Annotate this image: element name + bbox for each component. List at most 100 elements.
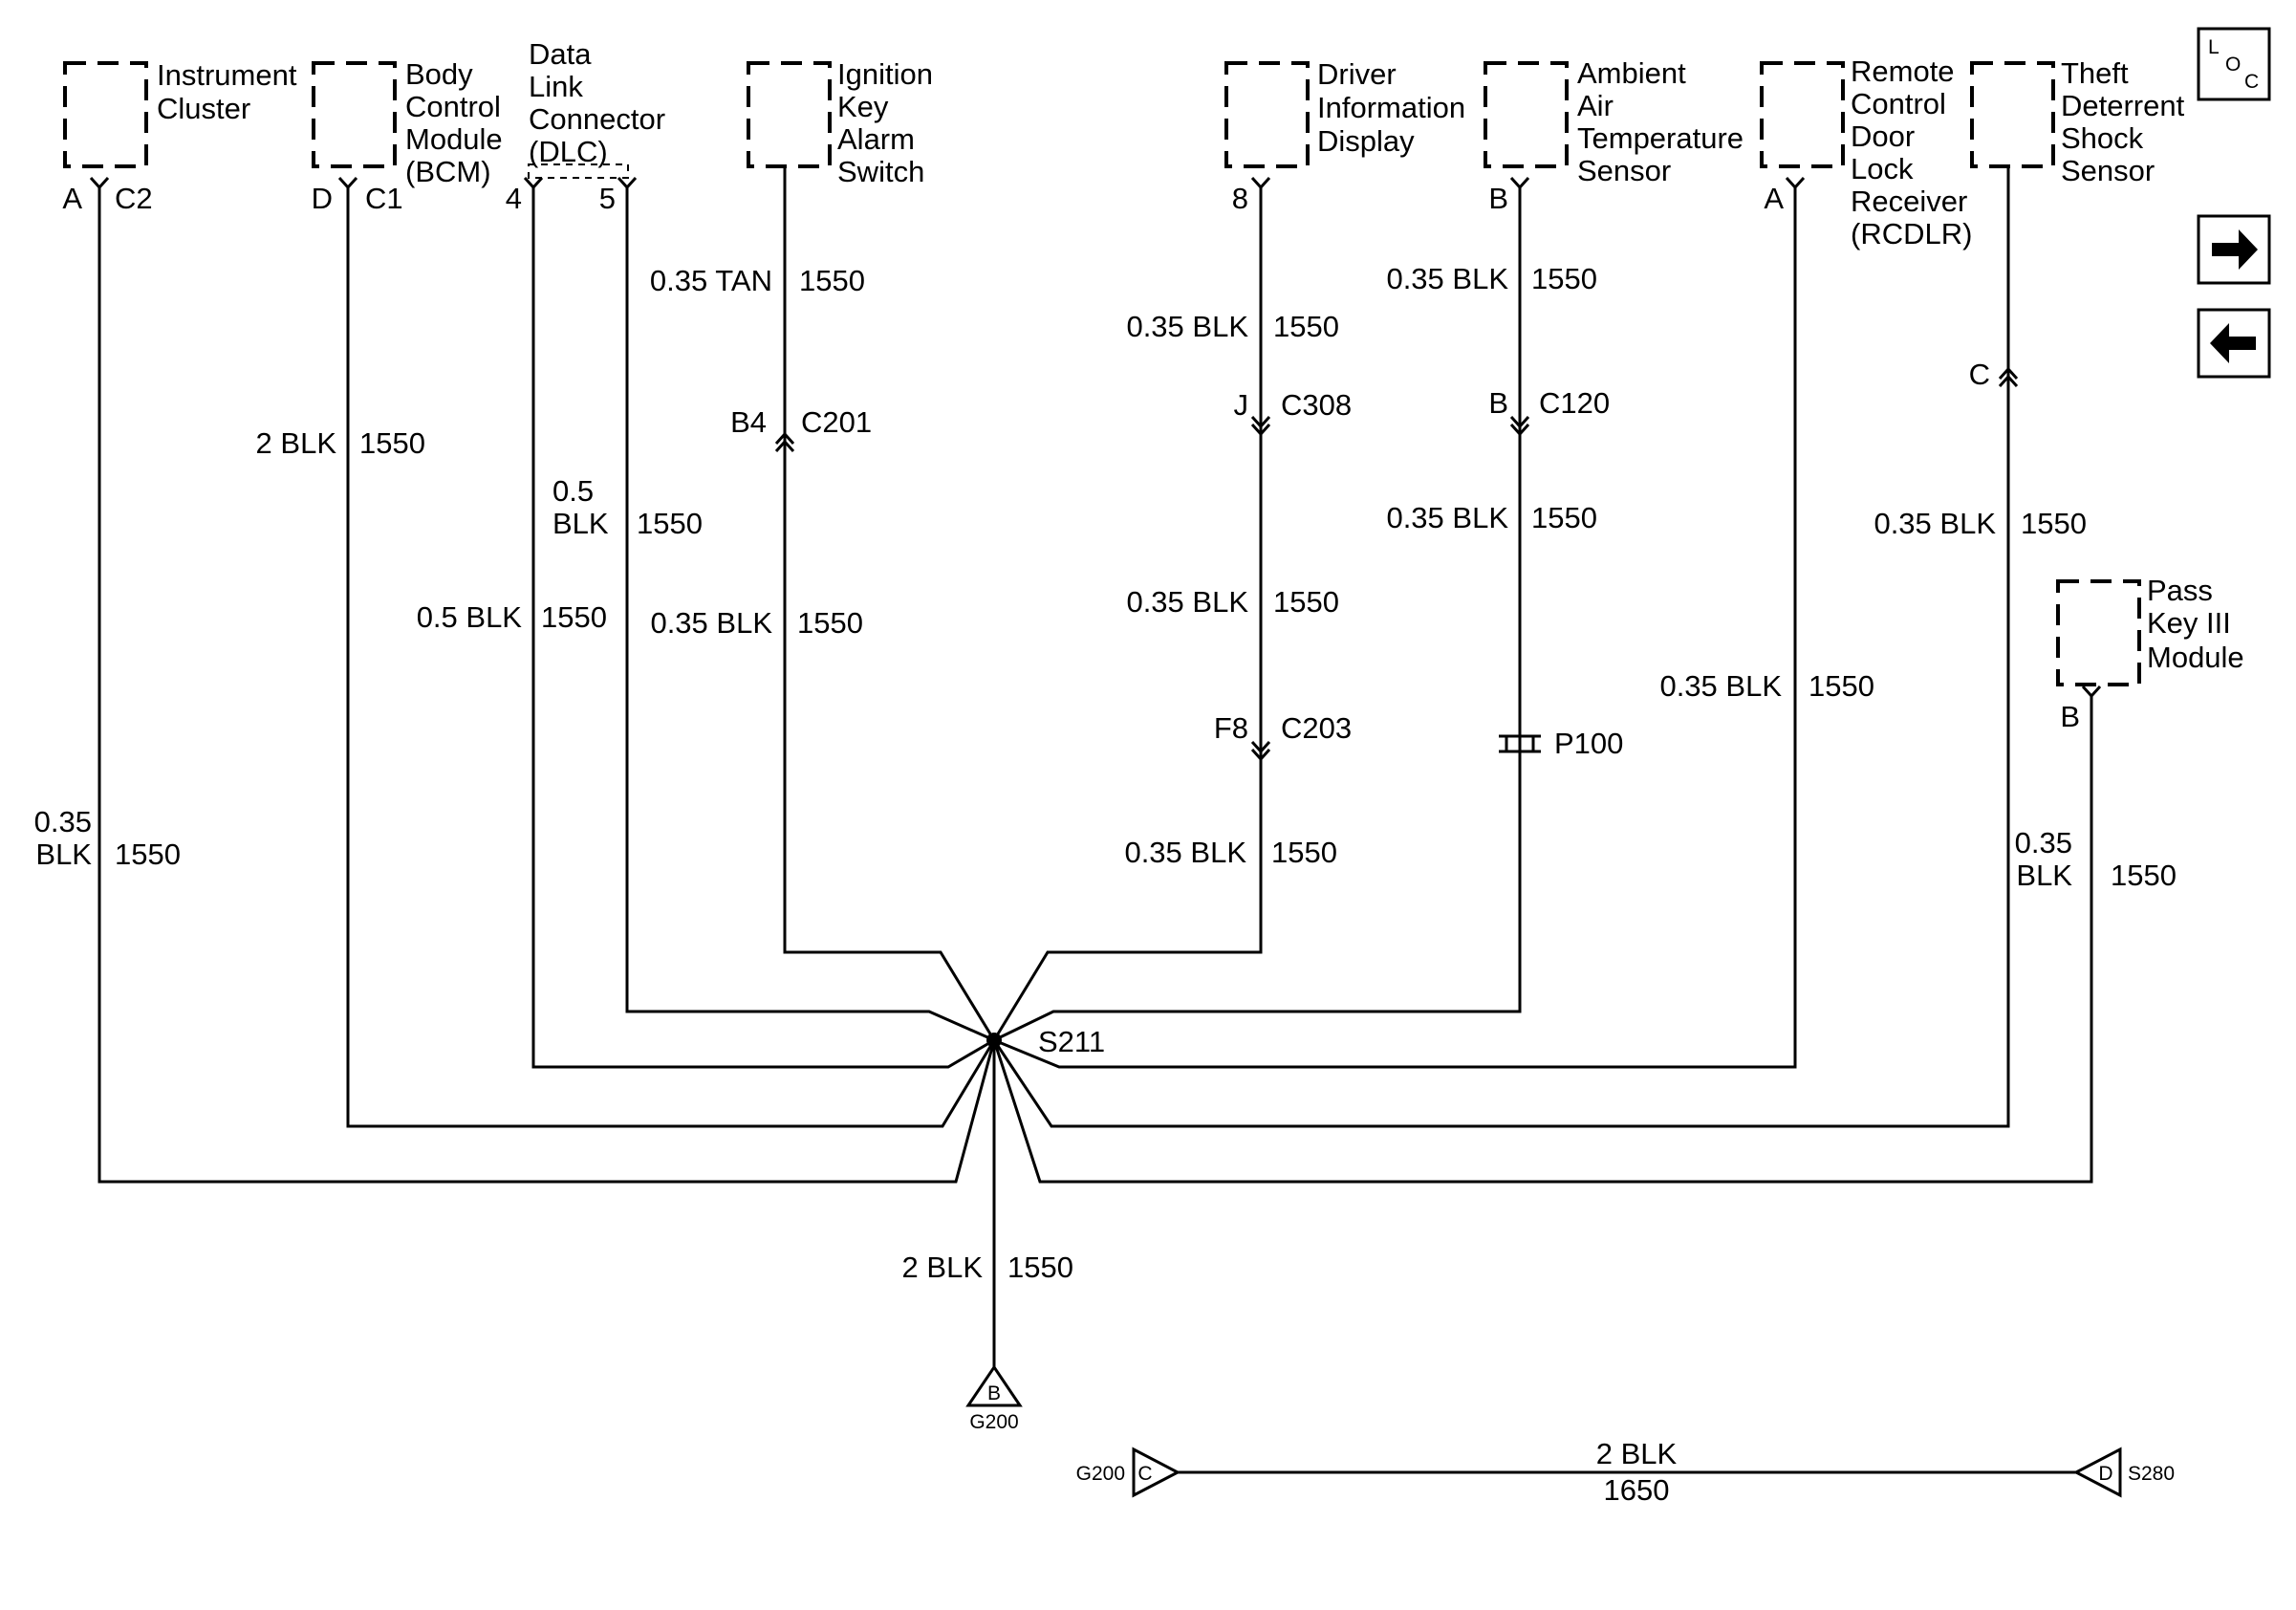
dlc-wire-a-gauge: 0.5 BLK	[417, 600, 523, 634]
did-label-1: Driver	[1317, 57, 1397, 91]
ikas-label-4: Switch	[837, 155, 924, 188]
did-wire3-circuit: 1550	[1271, 836, 1337, 869]
driver-information-display: Driver Information Display	[1224, 57, 1465, 168]
loc-button[interactable]: L O C	[2197, 27, 2271, 101]
inline-connectors	[774, 366, 2019, 762]
ambient-air-temperature-sensor: Ambient Air Temperature Sensor	[1484, 56, 1744, 187]
dlc-wire-b-gauge-1: 0.5	[552, 474, 594, 508]
dlc-label-3: Connector	[529, 102, 665, 136]
pk3-pin: B	[2060, 700, 2080, 733]
g200-name: G200	[969, 1411, 1018, 1433]
tdss-label-2: Deterrent	[2061, 89, 2185, 122]
bcm-connector: C1	[365, 182, 403, 215]
s211-splice-dot	[986, 1033, 1002, 1048]
ic-wire-gauge-2: BLK	[35, 838, 92, 871]
tdss-inline-pin: C	[1969, 358, 1990, 391]
instrument-cluster-label-2: Cluster	[157, 92, 250, 125]
ground-link-wire-gauge: 2 BLK	[1596, 1437, 1678, 1470]
ikas-label-3: Alarm	[837, 122, 915, 156]
did-wire2-gauge: 0.35 BLK	[1126, 585, 1248, 619]
loc-letter-l: L	[2208, 36, 2220, 58]
arrow-right-icon	[2212, 229, 2258, 270]
dlc-label-4: (DLC)	[529, 135, 608, 168]
wires	[97, 166, 2093, 1367]
ikas-inline-connector: C201	[801, 405, 872, 439]
p100-splice-pack-icon	[1499, 734, 1541, 753]
rcdlr-label-6: (RCDLR)	[1851, 217, 1972, 250]
bcm-label-4: (BCM)	[405, 155, 491, 188]
g200-ground-icon: B G200	[965, 1364, 1023, 1433]
dlc-pin-4: 4	[506, 182, 522, 215]
ic-wire-circuit: 1550	[115, 838, 181, 871]
aats-label-1: Ambient	[1577, 56, 1686, 90]
g200-letter: B	[987, 1382, 1001, 1404]
aats-label-4: Sensor	[1577, 154, 1671, 187]
aats-inline-connector: C120	[1539, 386, 1610, 420]
ground-wire-circuit: 1550	[1007, 1251, 1073, 1284]
did-inline2-pin: F8	[1214, 711, 1248, 745]
dlc-label-2: Link	[529, 70, 583, 103]
tdss-wire-circuit: 1550	[2021, 507, 2087, 540]
loc-letter-o: O	[2225, 54, 2241, 76]
did-label-3: Display	[1317, 124, 1415, 158]
aats-wire1-circuit: 1550	[1531, 262, 1597, 295]
aats-inline-pin: B	[1488, 386, 1508, 420]
rcdlr-wire-circuit: 1550	[1809, 669, 1874, 703]
ikas-label-1: Ignition	[837, 57, 933, 91]
aats-pin: B	[1488, 182, 1508, 215]
ground-link-right-splice: S280	[2128, 1463, 2175, 1485]
ground-link-right-letter: D	[2098, 1463, 2112, 1485]
ground-link-wire-circuit: 1650	[1604, 1473, 1670, 1507]
did-inline2-connector: C203	[1281, 711, 1352, 745]
c201-connector-mark	[774, 431, 795, 446]
labels: A C2 0.35 BLK 1550 D C1 2 BLK 1550 4 5 0…	[34, 182, 2177, 1284]
did-wire3-gauge: 0.35 BLK	[1124, 836, 1246, 869]
dlc-wire-b-gauge-2: BLK	[552, 507, 609, 540]
ignition-key-alarm-switch: Ignition Key Alarm Switch	[747, 57, 933, 188]
rcdlr-label-5: Receiver	[1851, 185, 1967, 218]
arrow-left-icon	[2210, 323, 2256, 363]
ikas-wire-bottom-circuit: 1550	[797, 606, 863, 640]
instrument-cluster-label-1: Instrument	[157, 58, 297, 92]
aats-wire1-gauge: 0.35 BLK	[1386, 262, 1508, 295]
ground-link-left-letter: C	[1137, 1463, 1152, 1485]
pk3-label-2: Key III	[2147, 606, 2231, 640]
pk3-wire-circuit: 1550	[2111, 859, 2177, 892]
dlc-wire-a-circuit: 1550	[541, 600, 607, 634]
theft-deterrent-shock-sensor: Theft Deterrent Shock Sensor	[1970, 56, 2185, 187]
data-link-connector: Data Link Connector (DLC)	[528, 37, 665, 179]
bcm-label-3: Module	[405, 122, 503, 156]
aats-label-2: Air	[1577, 89, 1614, 122]
ground-wire-gauge: 2 BLK	[902, 1251, 984, 1284]
rcdlr-wire-gauge: 0.35 BLK	[1659, 669, 1782, 703]
remote-control-door-lock-receiver: Remote Control Door Lock Receiver (RCDLR…	[1760, 54, 1972, 250]
ikas-wire-top-circuit: 1550	[799, 264, 865, 297]
pass-key-iii-module: Pass Key III Module	[2056, 574, 2244, 686]
ic-wire-gauge-1: 0.35	[34, 805, 92, 838]
did-pin: 8	[1232, 182, 1248, 215]
did-wire1-gauge: 0.35 BLK	[1126, 310, 1248, 343]
rcdlr-pin: A	[1764, 182, 1784, 215]
aats-wire2-gauge: 0.35 BLK	[1386, 501, 1508, 534]
tdss-label-3: Shock	[2061, 121, 2144, 155]
dlc-pin-5: 5	[599, 182, 616, 215]
body-control-module: Body Control Module (BCM)	[312, 57, 503, 188]
ikas-wire-bottom-gauge: 0.35 BLK	[650, 606, 772, 640]
c203-connector-mark	[1250, 740, 1271, 754]
instrument-cluster: Instrument Cluster	[63, 58, 297, 168]
did-inline1-pin: J	[1234, 388, 1249, 422]
pk3-label-3: Module	[2147, 641, 2244, 674]
previous-page-button[interactable]	[2197, 308, 2271, 379]
bcm-wire-circuit: 1550	[359, 426, 425, 460]
rcdlr-label-2: Control	[1851, 87, 1946, 120]
next-page-button[interactable]	[2197, 214, 2271, 285]
ikas-inline-pin: B4	[730, 405, 767, 439]
s211-label: S211	[1038, 1025, 1105, 1058]
c120-connector-mark	[1509, 415, 1530, 429]
did-label-2: Information	[1317, 91, 1465, 124]
pk3-wire-gauge-1: 0.35	[2015, 826, 2072, 859]
did-inline1-connector: C308	[1281, 388, 1352, 422]
ikas-label-2: Key	[837, 90, 889, 123]
tdss-wire-gauge: 0.35 BLK	[1874, 507, 1996, 540]
